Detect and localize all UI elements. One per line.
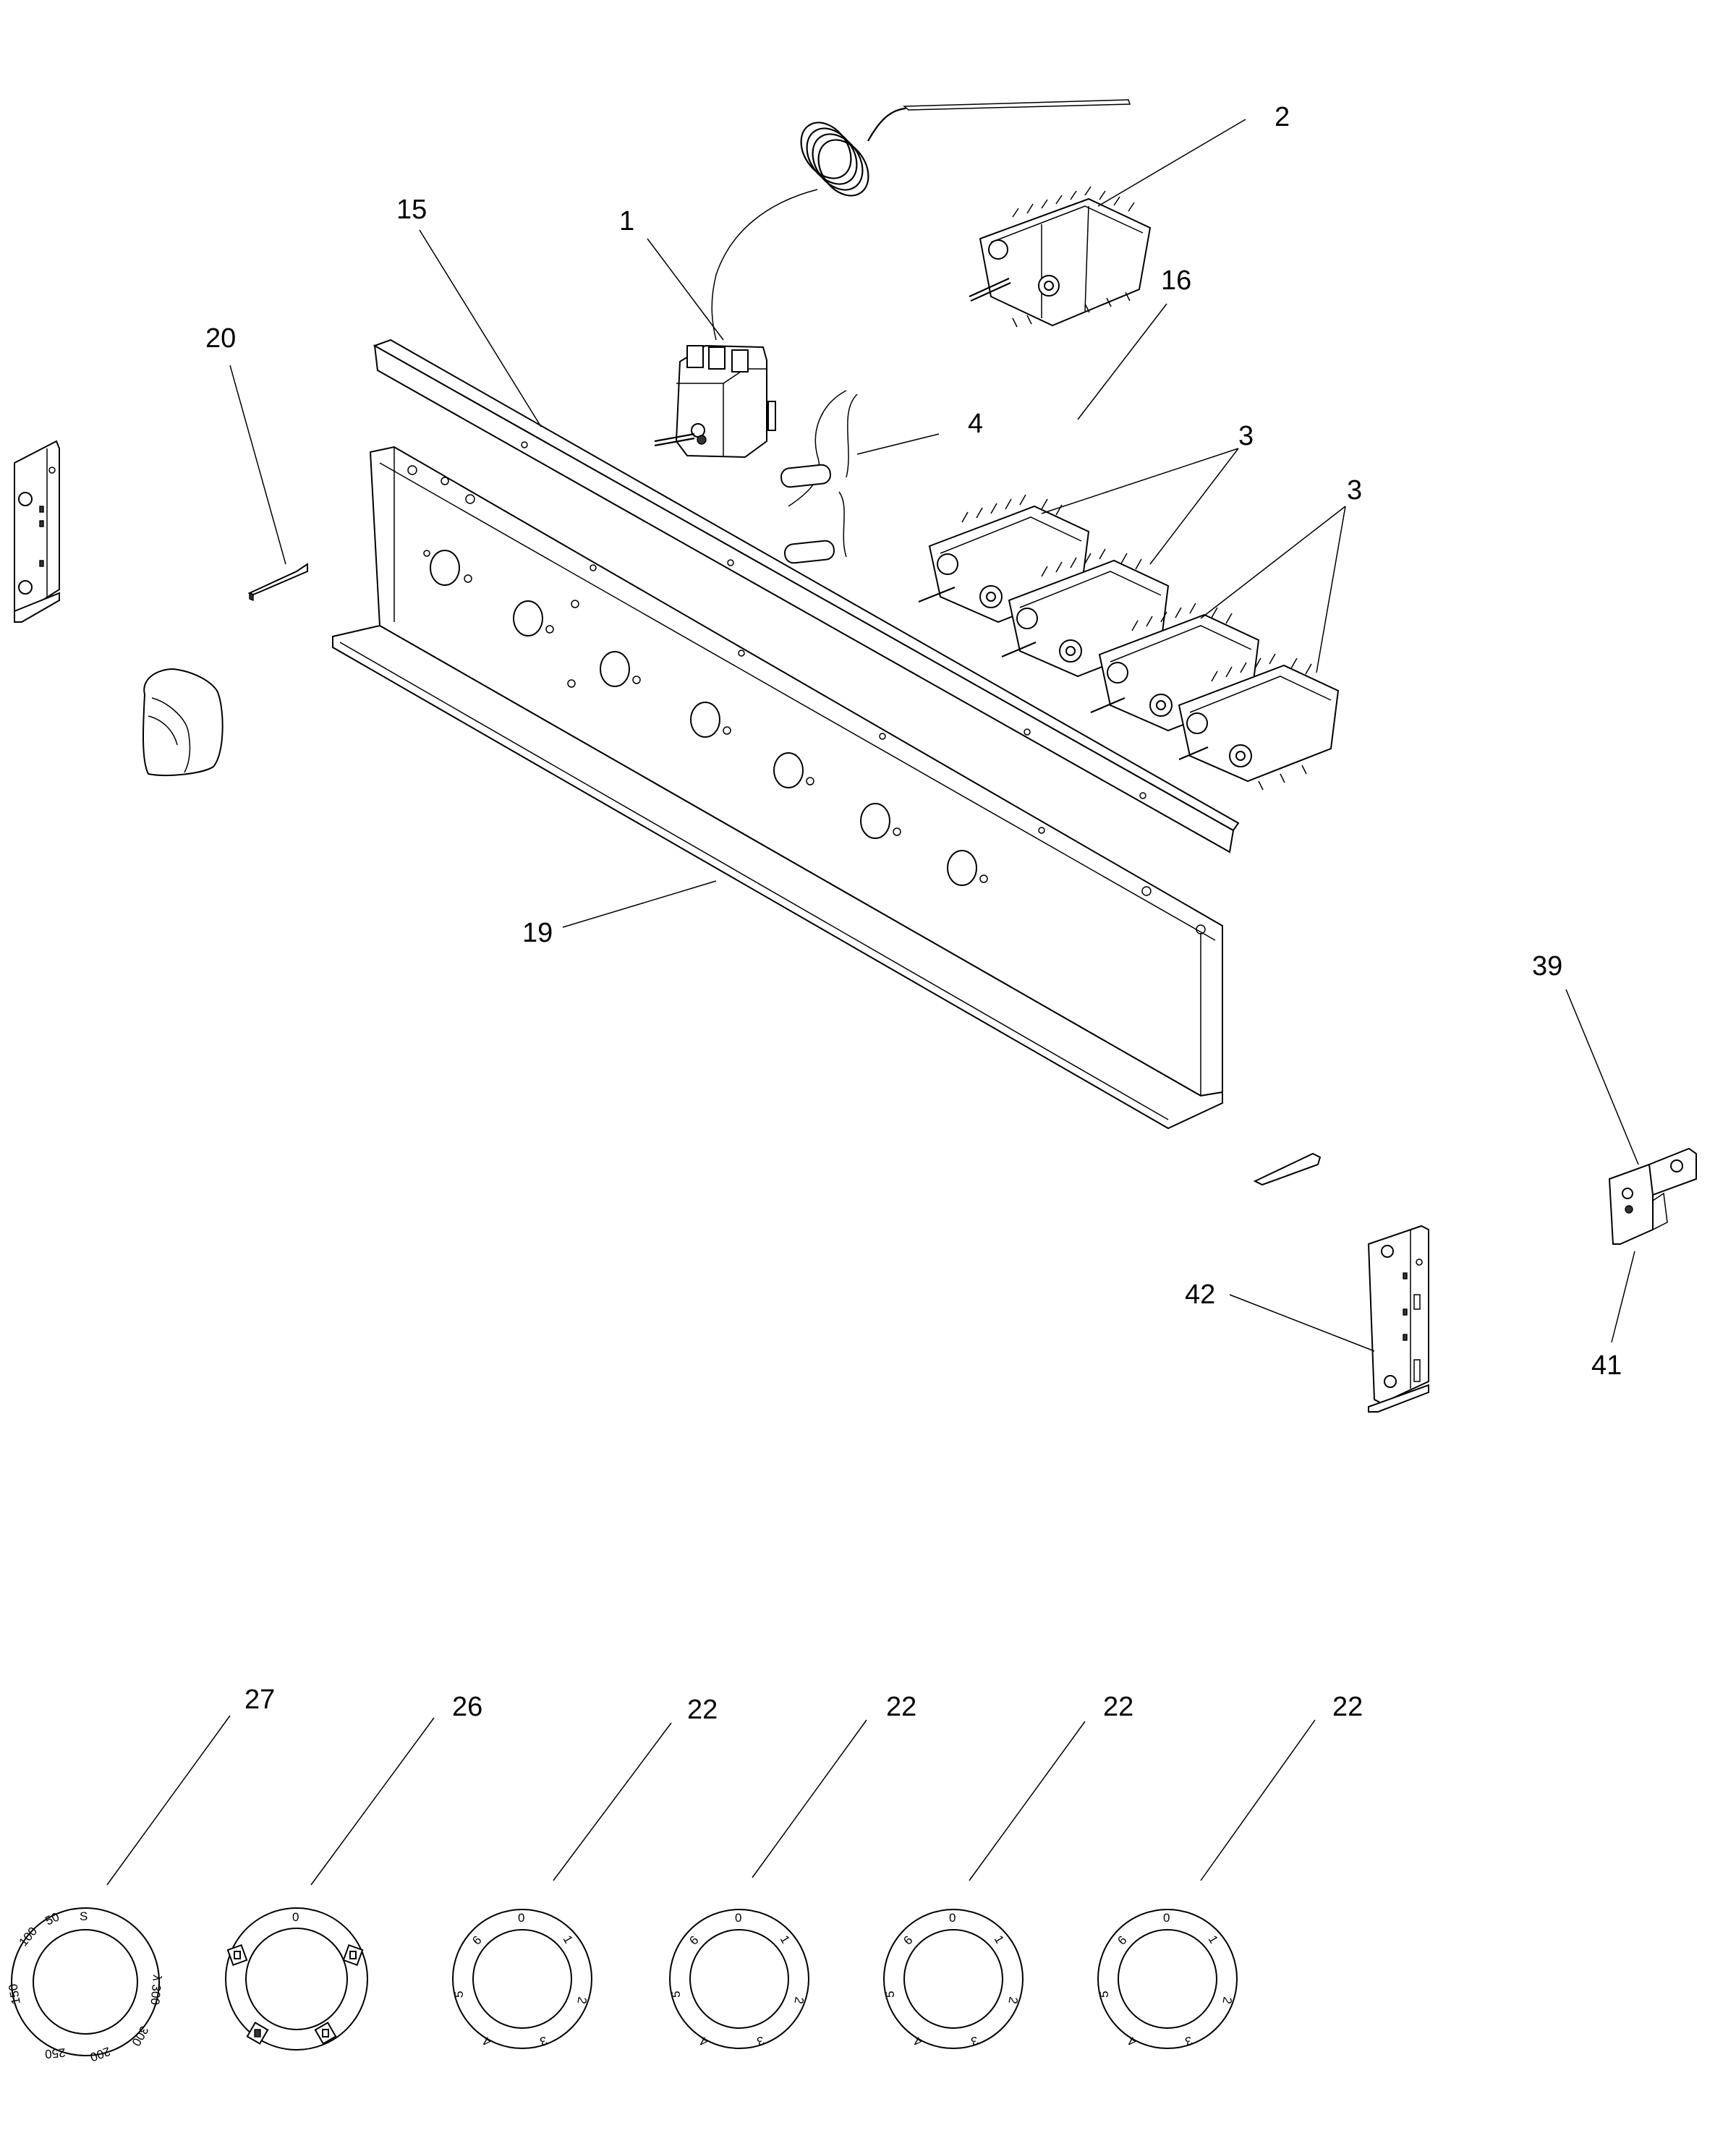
- callout-22: 22: [886, 1692, 916, 1722]
- svg-text:2: 2: [791, 1996, 806, 2005]
- switch-3-unit: [1178, 653, 1340, 791]
- callout-3: 3: [1238, 421, 1254, 451]
- leader-22a: [553, 1722, 672, 1881]
- control-panel-part-19: [332, 446, 1223, 1130]
- svg-text:5: 5: [669, 1991, 683, 1998]
- control-knob: [142, 668, 224, 776]
- callout-leader-lines: [106, 119, 1639, 1886]
- panel-control-holes: [407, 465, 1206, 934]
- probe-sensors-part-4: [780, 390, 858, 564]
- svg-text:2: 2: [574, 1996, 589, 2005]
- callout-26: 26: [452, 1692, 482, 1722]
- callout-42: 42: [1185, 1279, 1215, 1310]
- callout-1: 1: [619, 206, 634, 237]
- leader-22d: [1200, 1719, 1316, 1881]
- clip-right: [1253, 1152, 1322, 1186]
- svg-text:5: 5: [452, 1991, 466, 1998]
- leader-15: [419, 229, 542, 427]
- svg-text:S: S: [80, 1909, 88, 1923]
- callout-4: 4: [968, 409, 983, 439]
- callout-15: 15: [396, 195, 427, 225]
- leader-4: [856, 433, 940, 455]
- leader-22c: [969, 1721, 1086, 1881]
- leader-3b: [1200, 506, 1346, 673]
- svg-text:λ 300: λ 300: [148, 1975, 164, 2006]
- leader-3a: [1041, 448, 1239, 565]
- callout-3: 3: [1347, 475, 1362, 506]
- leader-1: [647, 238, 724, 341]
- thermostat-capillary-probe: [711, 99, 1131, 341]
- callout-22: 22: [1332, 1692, 1363, 1722]
- callout-16: 16: [1161, 265, 1191, 296]
- callout-41: 41: [1591, 1350, 1622, 1381]
- leader-27: [106, 1715, 231, 1886]
- leader-41: [1611, 1251, 1635, 1343]
- svg-text:150: 150: [6, 1983, 23, 2005]
- svg-text:0: 0: [292, 1910, 299, 1924]
- dial-ring-22: 0 1 2 3 4 5 6: [1097, 1909, 1238, 2049]
- svg-text:2: 2: [1220, 1996, 1234, 2005]
- svg-text:5: 5: [883, 1991, 897, 1998]
- callout-22: 22: [1103, 1692, 1133, 1722]
- leader-39: [1565, 989, 1639, 1165]
- clip-part-20: [247, 563, 308, 602]
- left-side-bracket: [14, 440, 60, 623]
- svg-text:250: 250: [44, 2045, 66, 2061]
- callout-20: 20: [205, 323, 236, 354]
- svg-text:5: 5: [1097, 1991, 1111, 1998]
- leader-22b: [752, 1719, 867, 1878]
- svg-text:2: 2: [1005, 1996, 1020, 2005]
- leader-26: [310, 1717, 435, 1886]
- callout-39: 39: [1532, 951, 1562, 982]
- callout-2: 2: [1275, 102, 1290, 132]
- svg-text:0: 0: [949, 1911, 956, 1925]
- callout-19: 19: [522, 918, 553, 948]
- callout-labels: 2 15 1 16 20 4 3 3 19 39 42 41 27 26 22 …: [205, 102, 1622, 1725]
- leader-19: [562, 880, 717, 928]
- leader-16: [1077, 303, 1167, 420]
- selector-switches-part-3: [918, 494, 1340, 791]
- leader-20: [229, 365, 286, 565]
- thermostat-part-1: [654, 344, 776, 459]
- rear-rail-part-15: [373, 338, 1240, 853]
- dial-ring-26: 0: [225, 1907, 368, 2051]
- dial-ring-22: 0 1 2 3 4 5 6: [452, 1909, 592, 2049]
- selector-switch-part-2: [969, 186, 1152, 328]
- hinge-bracket-parts-39-41: [1608, 1147, 1697, 1245]
- callout-27: 27: [244, 1685, 275, 1715]
- svg-text:0: 0: [518, 1911, 524, 1925]
- dial-ring-22: 0 1 2 3 4 5 6: [883, 1909, 1024, 2049]
- leader-2: [1097, 119, 1246, 207]
- callout-22: 22: [687, 1695, 718, 1725]
- svg-text:0: 0: [735, 1911, 741, 1925]
- dial-ring-22: 0 1 2 3 4 5 6: [669, 1909, 809, 2049]
- right-bracket-part-42: [1367, 1225, 1429, 1413]
- svg-text:0: 0: [1163, 1911, 1170, 1925]
- dial-ring-27: S 50 100 150 250 200 300 λ 300: [6, 1907, 164, 2064]
- leader-42: [1229, 1294, 1375, 1352]
